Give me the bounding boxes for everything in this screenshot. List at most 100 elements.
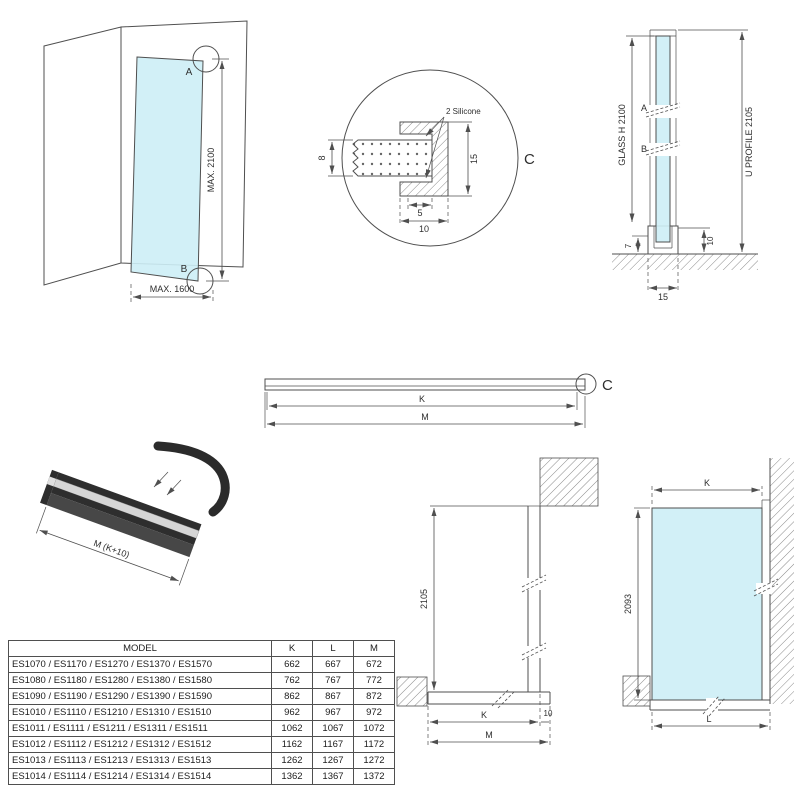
- k-cell: 662: [271, 656, 313, 673]
- model-cell: ES1070 / ES1170 / ES1270 / ES1370 / ES15…: [8, 656, 272, 673]
- dim-2093-label: 2093: [623, 594, 633, 614]
- break-marks-front: [702, 578, 779, 717]
- front-dim-l-label: L: [706, 714, 711, 724]
- table-row: ES1012 / ES1112 / ES1212 / ES1312 / ES15…: [8, 736, 395, 753]
- table-header-k: K: [271, 640, 313, 657]
- detail-c-view: 2 Silicone 8 15 5 10 C: [317, 69, 535, 247]
- glass-height-label: GLASS H 2100: [617, 104, 627, 166]
- m-cell: 1072: [353, 720, 395, 737]
- dim-k-bottom: K 10: [427, 694, 553, 746]
- wall-left-panel: [43, 26, 122, 286]
- plan-detail-c-letter: C: [602, 377, 613, 394]
- table-row: ES1014 / ES1114 / ES1214 / ES1314 / ES15…: [8, 768, 395, 785]
- dim-slot: 5: [407, 198, 433, 218]
- plan-view: C K M: [264, 373, 613, 428]
- k-cell: 862: [271, 688, 313, 705]
- break-marks: [491, 574, 547, 709]
- model-cell: ES1014 / ES1114 / ES1214 / ES1314 / ES15…: [8, 768, 272, 785]
- m-cell: 1372: [353, 768, 395, 785]
- model-table: MODEL K L M ES1070 / ES1170 / ES1270 / E…: [8, 640, 395, 785]
- model-cell: ES1012 / ES1112 / ES1212 / ES1312 / ES15…: [8, 736, 272, 753]
- profile-clip-section: [153, 441, 230, 517]
- floor-hatch-left: [396, 676, 428, 707]
- dim-10-label: 10: [419, 224, 429, 234]
- profile-length-label: U PROFILE 2105: [744, 107, 754, 177]
- k-cell: 962: [271, 704, 313, 721]
- dim-15-label: 15: [658, 292, 668, 302]
- model-cell: ES1011 / ES1111 / ES1211 / ES1311 / ES15…: [8, 720, 272, 737]
- dim-2093: 2093: [623, 507, 650, 701]
- dim-7: 7: [624, 235, 648, 252]
- dim-2105-label: 2105: [419, 589, 429, 609]
- front-elevation: K 2093 L: [622, 458, 794, 730]
- wall-hatch-top: [539, 457, 599, 507]
- l-cell: 1167: [312, 736, 354, 753]
- iso-view: M (K+10): [36, 441, 230, 586]
- detail-c-letter: C: [524, 151, 535, 168]
- detail-a-label: A: [186, 67, 193, 78]
- dim-7-label: 7: [624, 243, 633, 248]
- m-cell: 972: [353, 704, 395, 721]
- silicone-label: 2 Silicone: [446, 107, 481, 116]
- max-height-label: MAX. 2100: [206, 148, 216, 193]
- l-cell: 867: [312, 688, 354, 705]
- dim-k-top: K: [651, 478, 763, 504]
- floor-hatch-front: [622, 675, 651, 707]
- marker-b-label: B: [641, 144, 647, 154]
- side-elevation: 2105 K 10 M: [396, 457, 599, 746]
- dim-8-label: 8: [317, 155, 327, 160]
- l-cell: 1067: [312, 720, 354, 737]
- dim-m: M: [264, 392, 586, 428]
- m-cell: 672: [353, 656, 395, 673]
- table-row: ES1080 / ES1180 / ES1280 / ES1380 / ES15…: [8, 672, 395, 689]
- glass-section: [352, 139, 434, 177]
- side-dim-k-label: K: [481, 710, 487, 720]
- dim-profile-width: 10: [399, 198, 449, 234]
- floor-hatch: [612, 254, 758, 270]
- k-cell: 1062: [271, 720, 313, 737]
- dim-k-label: K: [419, 394, 425, 404]
- detail-c-marker: [575, 373, 597, 395]
- dim-glass-thickness: 8: [317, 139, 353, 177]
- glass-strip: [655, 35, 671, 243]
- iso-channel: M (K+10): [36, 469, 202, 586]
- corner-view: A B MAX. 2100 MAX. 1600: [43, 20, 248, 302]
- marker-a-label: A: [641, 103, 647, 113]
- l-cell: 1267: [312, 752, 354, 769]
- l-cell: 1367: [312, 768, 354, 785]
- k-cell: 1162: [271, 736, 313, 753]
- dim-m-label: M: [421, 412, 429, 422]
- dim-l-bottom: L: [651, 712, 771, 730]
- dim-10: 10: [678, 227, 715, 252]
- k-cell: 1362: [271, 768, 313, 785]
- dim-profile-height: 15: [448, 121, 479, 197]
- dim-15-label: 15: [469, 154, 479, 164]
- break-b: B: [641, 140, 681, 156]
- model-cell: ES1010 / ES1110 / ES1210 / ES1310 / ES15…: [8, 704, 272, 721]
- glass-front: [651, 507, 763, 701]
- dim-2105: 2105: [419, 505, 528, 690]
- side-dim-m-label: M: [485, 730, 493, 740]
- table-header-m: M: [353, 640, 395, 657]
- dim-m-bottom: M: [430, 730, 548, 745]
- model-cell: ES1013 / ES1113 / ES1213 / ES1313 / ES15…: [8, 752, 272, 769]
- glass-panel: [130, 56, 204, 282]
- m-cell: 1172: [353, 736, 395, 753]
- k-cell: 762: [271, 672, 313, 689]
- model-cell: ES1090 / ES1190 / ES1290 / ES1390 / ES15…: [8, 688, 272, 705]
- dim-15: 15: [647, 258, 679, 302]
- section-view: A B GLASS H 2100 U PROFILE 2105 7: [612, 29, 758, 302]
- model-cell: ES1080 / ES1180 / ES1280 / ES1380 / ES15…: [8, 672, 272, 689]
- silicone-callout: 2 Silicone: [425, 107, 481, 179]
- dim-5-label: 5: [417, 208, 422, 218]
- dim-k: K: [266, 392, 578, 410]
- table-header-l: L: [312, 640, 354, 657]
- l-cell: 967: [312, 704, 354, 721]
- m-cell: 772: [353, 672, 395, 689]
- m-cell: 1272: [353, 752, 395, 769]
- m-cell: 872: [353, 688, 395, 705]
- break-a: A: [641, 102, 681, 118]
- max-width-label: MAX. 1600: [150, 284, 195, 294]
